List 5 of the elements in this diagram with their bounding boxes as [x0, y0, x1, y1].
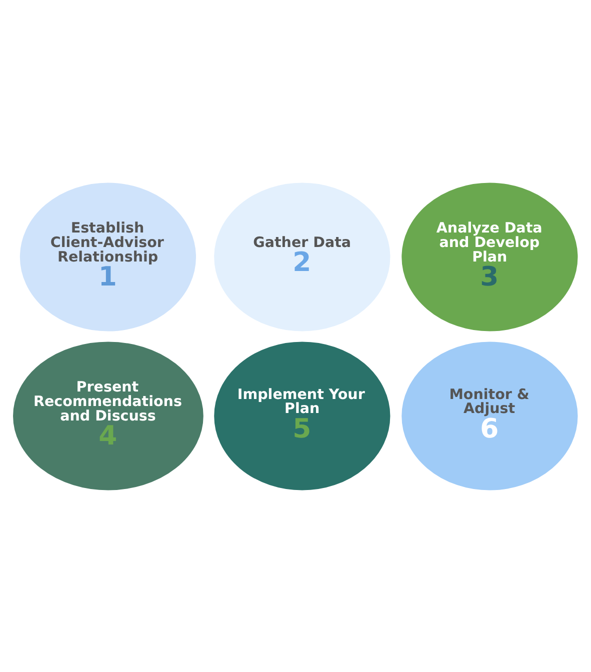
node-ellipse: Establish Client-Advisor Relationship 1: [18, 180, 198, 333]
node-ellipse: Analyze Data and Develop Plan 3: [400, 180, 580, 333]
node-ellipse: Gather Data 2: [212, 180, 392, 333]
node-ellipse: Implement Your Plan 5: [212, 339, 392, 492]
node-ellipse: Monitor & Adjust 6: [400, 339, 580, 492]
